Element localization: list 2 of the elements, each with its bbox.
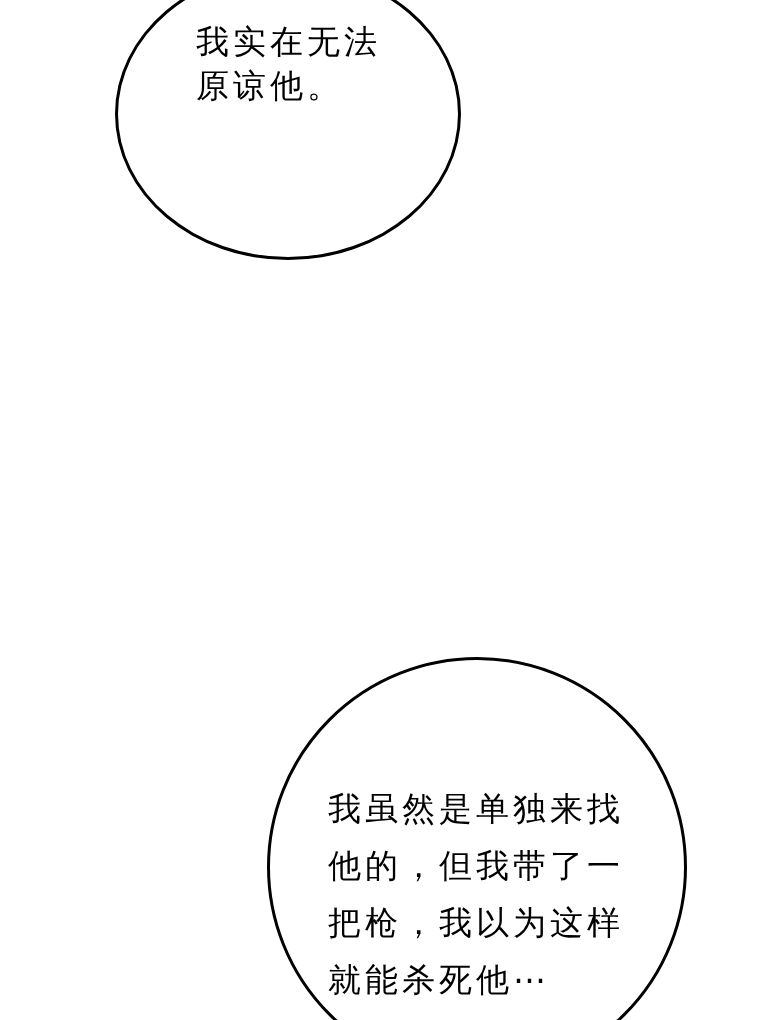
speech-text: 我虽然是单独来找他的，但我带了一把枪，我以为这样就能杀死他⋯ <box>328 788 625 1001</box>
speech-text: 我实在无法原谅他。 <box>196 21 382 107</box>
